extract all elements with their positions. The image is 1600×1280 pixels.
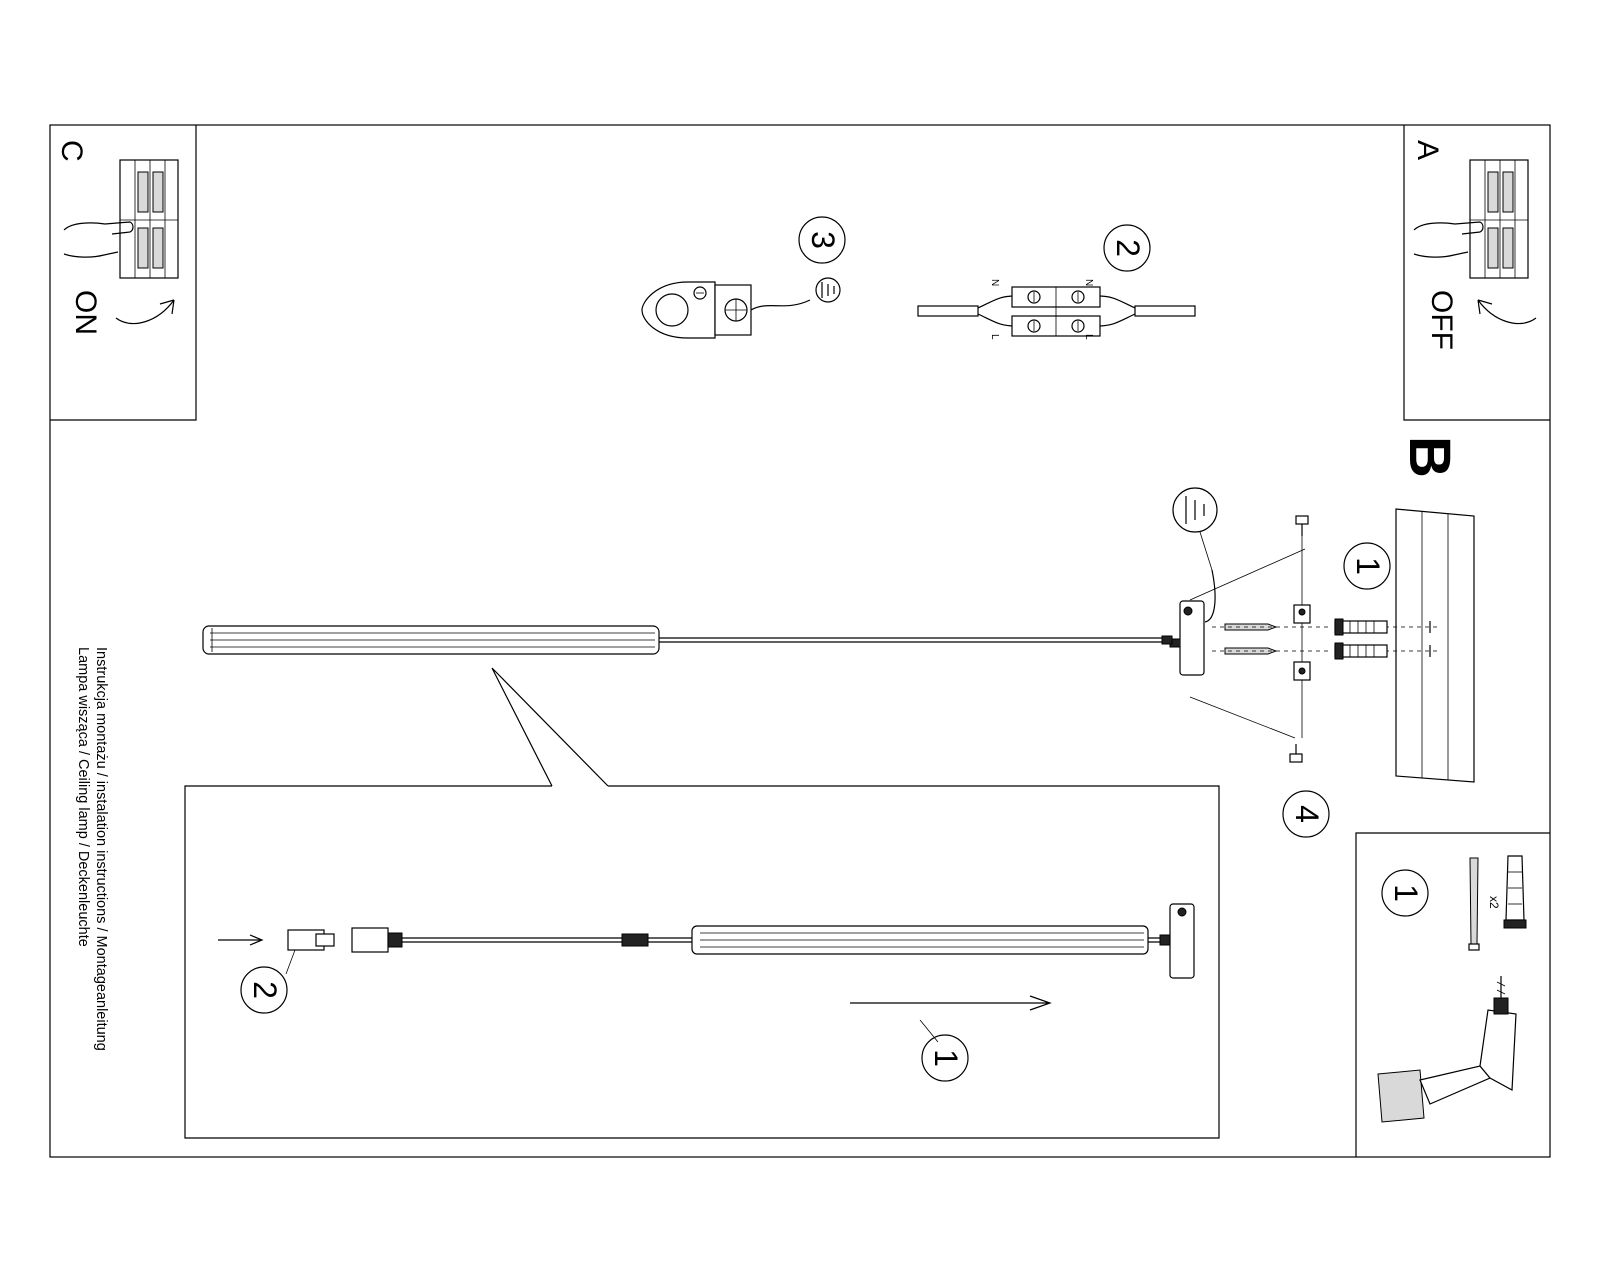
- cable-grip: [621, 933, 649, 947]
- step-number-4: 4: [1289, 805, 1325, 823]
- terminal-l-left: L: [989, 334, 1000, 340]
- panel-c: C ON: [50, 125, 197, 421]
- tools-step-number-1: 1: [1388, 884, 1424, 902]
- outer-frame: [49, 124, 1551, 1158]
- step-number-1: 1: [1350, 557, 1386, 575]
- wall-plug-icon: [1503, 855, 1527, 929]
- terminal-n-right: N: [1083, 279, 1094, 286]
- inset-step-number-2: 2: [247, 981, 283, 999]
- panel-c-action: ON: [69, 290, 102, 335]
- panel-a: A OFF: [1403, 125, 1550, 421]
- tools-panel-border: [1355, 832, 1550, 1157]
- inset-canopy: [1169, 903, 1195, 979]
- breaker-panel-icon: [119, 159, 179, 279]
- step-number-3: 3: [805, 231, 841, 249]
- inset-step-badge-1: [921, 1034, 969, 1082]
- pendant-lamp: [202, 625, 1173, 655]
- inset-step-number-1: 1: [928, 1049, 964, 1067]
- title-line-1: Instrukcja montażu / instalation instruc…: [93, 647, 109, 1051]
- curved-arrow-icon: [1477, 299, 1537, 325]
- screw-icon: [1224, 647, 1278, 655]
- panel-c-letter: C: [55, 140, 88, 162]
- wall-plug-icon: [1334, 642, 1388, 660]
- hand-icon: [1413, 221, 1484, 258]
- title-line-2: Lampa wisząca / Ceiling lamp / Deckenleu…: [75, 647, 91, 947]
- curved-arrow-icon: [115, 299, 175, 325]
- drill-icon: [1377, 976, 1517, 1123]
- tools-panel: 1 x2: [1355, 832, 1550, 1157]
- wire-connection-detail: 2 N N L L: [917, 224, 1196, 340]
- panel-b-letter: B: [1397, 436, 1462, 478]
- ground-icon: [815, 277, 841, 303]
- terminal-n-left: N: [989, 279, 1000, 286]
- tools-quantity: x2: [1487, 896, 1501, 909]
- panel-a-action: OFF: [1425, 290, 1458, 350]
- terminal-l-right: L: [1083, 334, 1094, 340]
- cable-connector: [351, 927, 389, 953]
- step-badge-3: [798, 216, 846, 264]
- panel-c-border: [50, 125, 197, 421]
- screw-icon: [1295, 515, 1309, 536]
- wall-plug-icon: [1334, 618, 1388, 636]
- breaker-panel-icon: [1469, 159, 1529, 279]
- hand-icon: [63, 221, 134, 258]
- step-number-2: 2: [1110, 239, 1146, 257]
- canopy-assembly: [1169, 487, 1440, 763]
- step-badge-4: [1282, 790, 1330, 838]
- ground-connection-detail: 3: [641, 216, 846, 339]
- detail-callout: [491, 667, 609, 787]
- screw-icon: [1289, 744, 1303, 763]
- inset-frame: [184, 785, 1220, 1139]
- step-badge-1: [1343, 542, 1391, 590]
- tools-step-badge-1: [1381, 869, 1429, 917]
- step-badge-2: [1103, 224, 1151, 272]
- canopy: [1179, 600, 1205, 676]
- panel-a-border: [1403, 125, 1550, 421]
- inset-step-badge-2: [240, 966, 288, 1014]
- panel-a-letter: A: [1411, 140, 1444, 160]
- detail-inset: 1 2: [184, 785, 1220, 1139]
- screw-icon: [1224, 623, 1278, 631]
- ceiling: [1395, 508, 1475, 783]
- screw-icon: [1468, 857, 1480, 951]
- ground-icon: [1172, 487, 1218, 533]
